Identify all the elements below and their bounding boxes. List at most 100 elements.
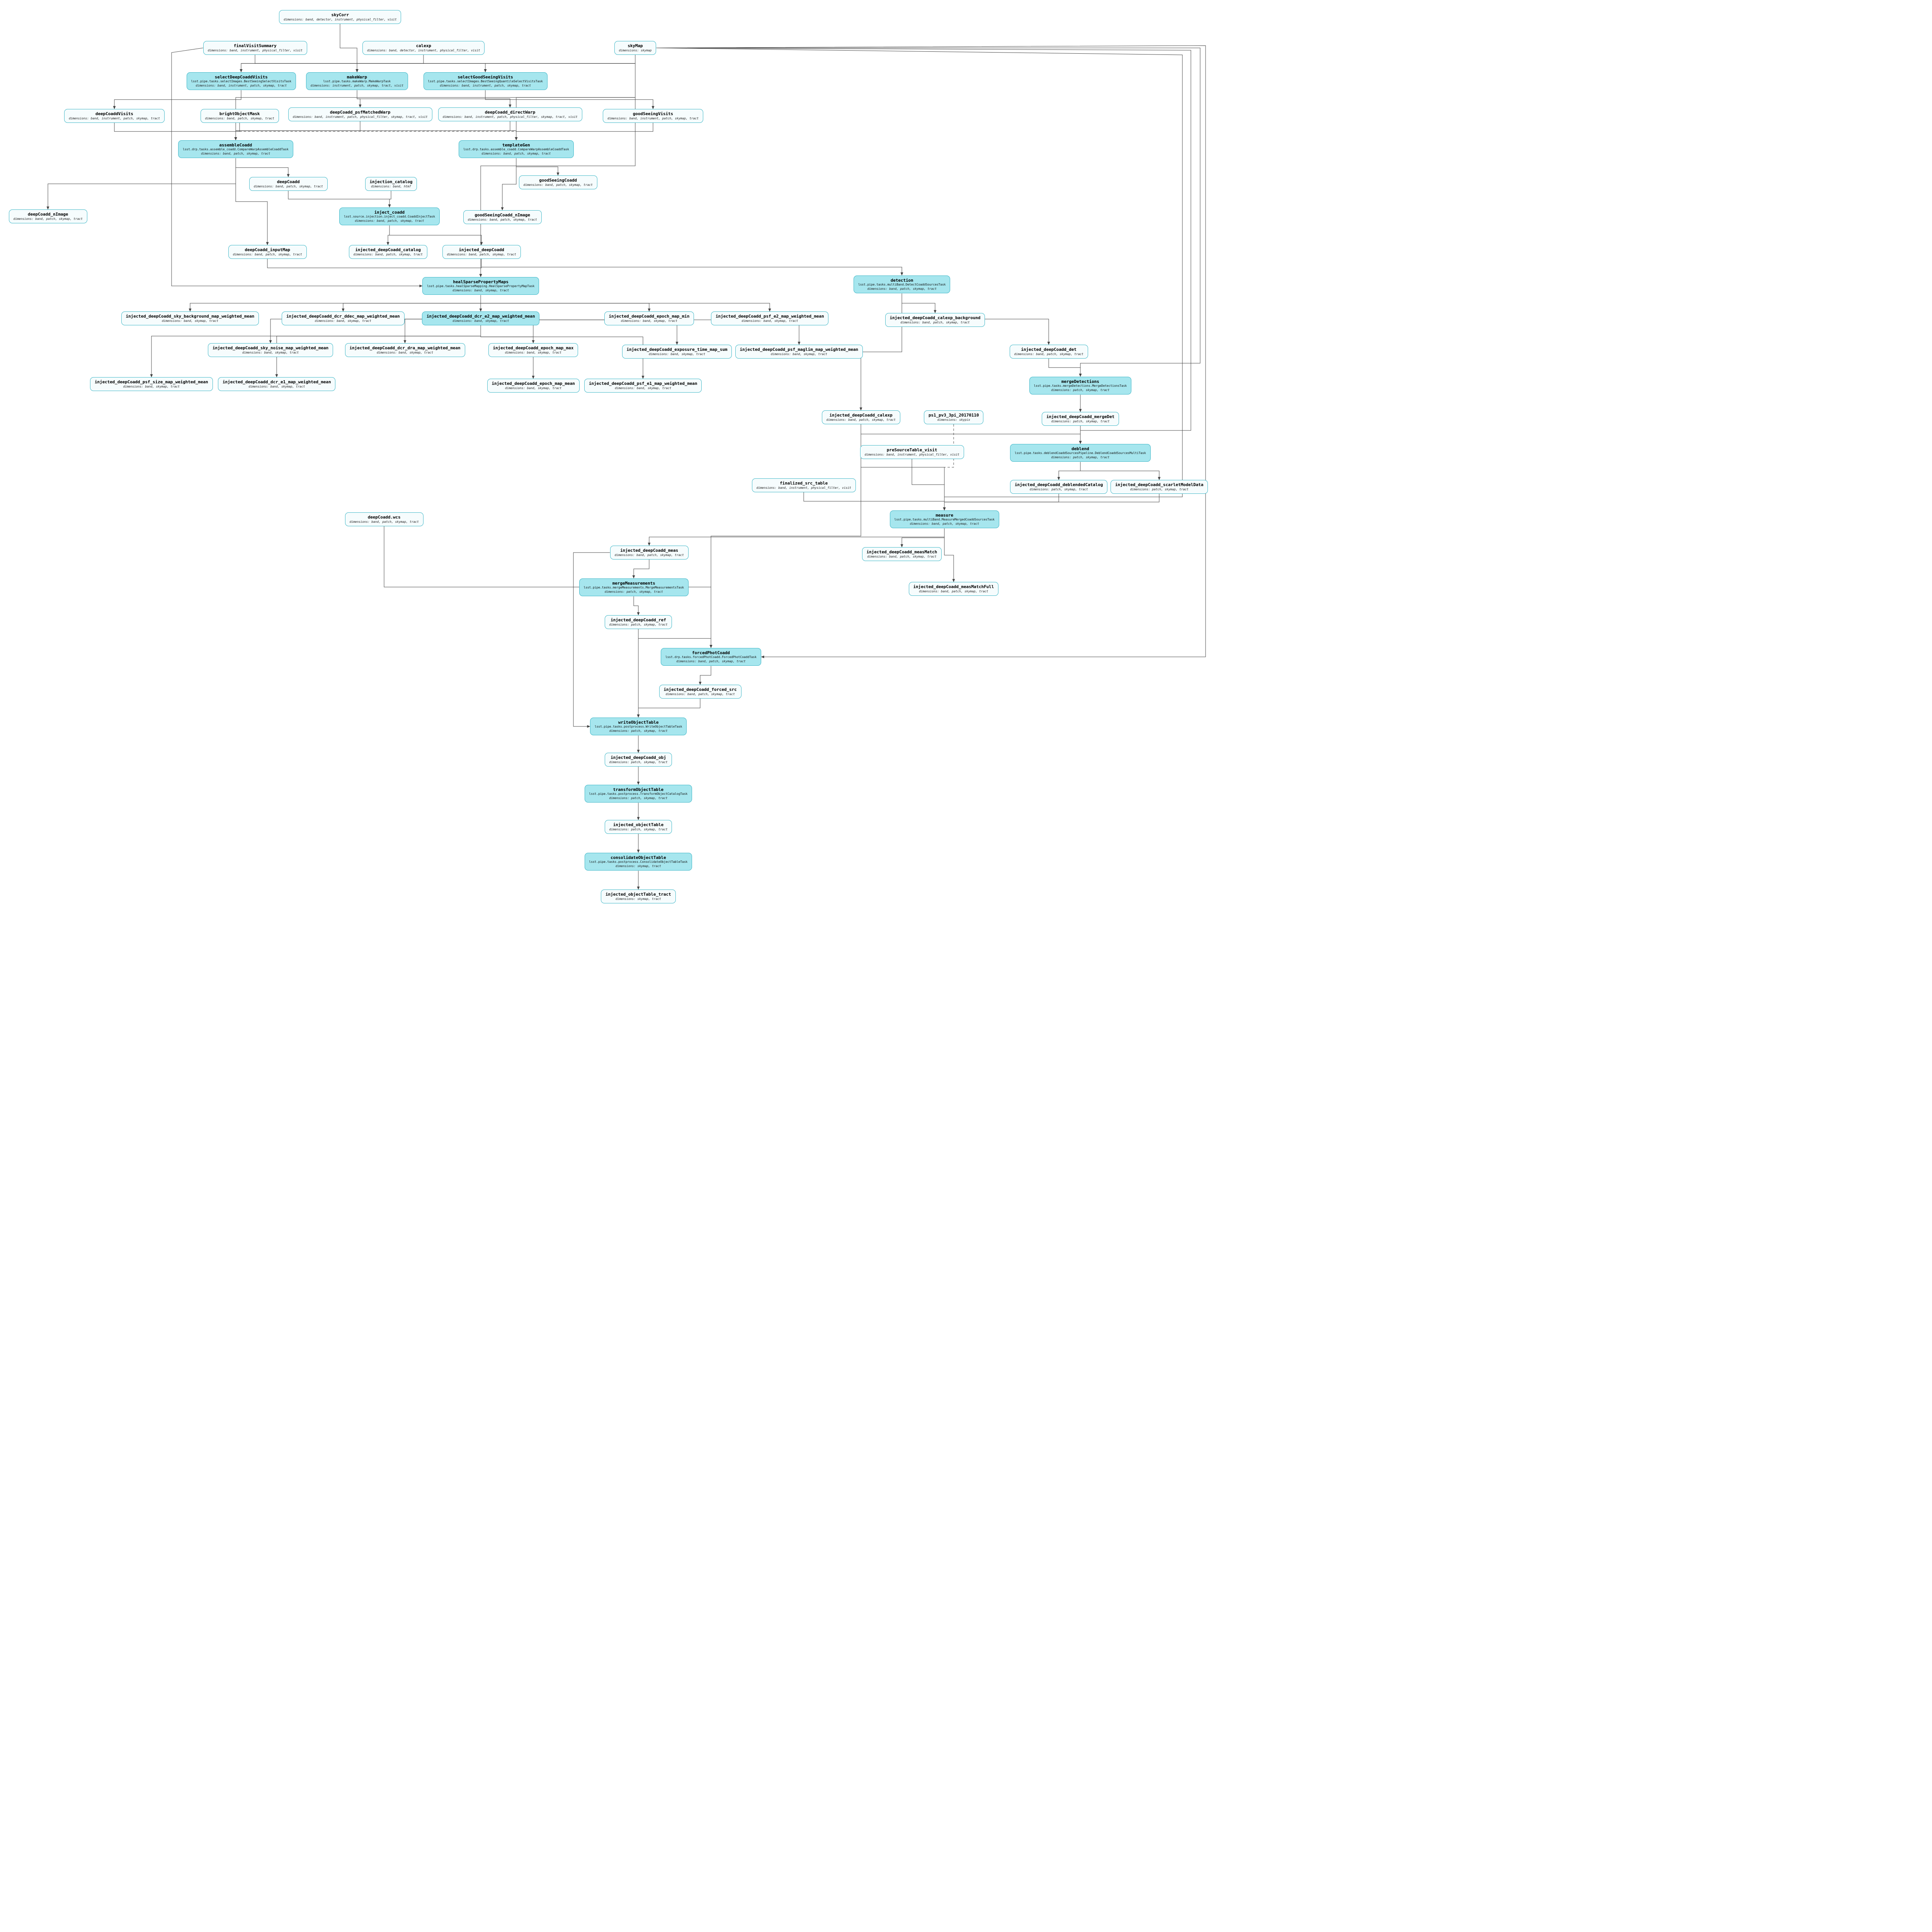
node-title: goodSeeingCoadd_nImage bbox=[474, 213, 530, 218]
node-title: injected_deepCoadd_calexp bbox=[829, 413, 893, 418]
node-title: consolidateObjectTable bbox=[611, 855, 666, 860]
node-dimensions: dimensions: band, patch, skymap, tract bbox=[253, 184, 323, 188]
node-title: injected_deepCoadd_dcr_e1_map_weighted_m… bbox=[223, 379, 331, 384]
task-class-path: lsst.drp.tasks.assemble_coadd.CompareWar… bbox=[183, 148, 289, 151]
task-class-path: lsst.pipe.tasks.makeWarp.MakeWarpTask bbox=[323, 80, 391, 83]
node-dimensions: dimensions: band, htm7 bbox=[371, 184, 411, 188]
node-dimensions: dimensions: skymap, tract bbox=[615, 897, 661, 901]
edge-assembleCoadd-to-deepCoadd bbox=[235, 158, 290, 177]
node-title: writeObjectTable bbox=[618, 719, 659, 725]
edge-skyMap-to-mergeDetections bbox=[656, 48, 1201, 377]
node-dimensions: dimensions: skymap, tract bbox=[615, 864, 661, 868]
edge-skyMap-to-selectGoodSeeingVisits bbox=[484, 55, 636, 72]
edge-healSparsePropertyMaps-to-injected_deepCoadd_dcr_e1_map_weighted_mean bbox=[275, 295, 481, 378]
node-injected_deepCoadd_dcr_dra_map_weighted_mean: injected_deepCoadd_dcr_dra_map_weighted_… bbox=[345, 343, 465, 357]
node-title: injected_deepCoadd_dcr_dra_map_weighted_… bbox=[349, 345, 461, 350]
edge-deepCoadd_directWarp-to-templateGen bbox=[510, 121, 518, 140]
node-dimensions: dimensions: band, detector, instrument, … bbox=[284, 17, 397, 21]
node-injected_deepCoadd_psf_maglim_map_weighted_mean: injected_deepCoadd_psf_maglim_map_weight… bbox=[735, 345, 863, 359]
edge-assembleCoadd-to-deepCoadd_nImage bbox=[46, 158, 236, 210]
node-injected_deepCoadd_exposure_time_map_sum: injected_deepCoadd_exposure_time_map_sum… bbox=[622, 345, 732, 359]
node-title: calexp bbox=[416, 43, 431, 48]
edge-finalized_src_table-to-measure bbox=[803, 492, 946, 510]
node-title: injected_deepCoadd_catalog bbox=[355, 247, 421, 252]
node-dimensions: dimensions: band, skymap, tract bbox=[742, 319, 798, 323]
node-dimensions: dimensions: band, patch, skymap, tract bbox=[826, 418, 896, 422]
node-dimensions: dimensions: band, instrument, patch, phy… bbox=[442, 115, 578, 119]
node-dimensions: dimensions: band, patch, skymap, tract bbox=[523, 183, 593, 187]
edge-injection_catalog-to-inject_coadd bbox=[388, 191, 391, 207]
edge-brightObjectMask-to-assembleCoadd bbox=[234, 123, 240, 140]
edge-templateGen-to-goodSeeingCoadd bbox=[516, 158, 560, 176]
node-dimensions: dimensions: band, patch, skymap, tract bbox=[447, 252, 516, 256]
node-dimensions: dimensions: band, detector, instrument, … bbox=[367, 48, 480, 52]
node-title: deepCoaddVisits bbox=[95, 111, 133, 116]
node-title: goodSeeingVisits bbox=[633, 111, 673, 116]
node-dimensions: dimensions: band, skymap, tract bbox=[123, 384, 180, 388]
node-title: forcedPhotCoadd bbox=[692, 650, 730, 655]
node-dimensions: dimensions: band, skymap, tract bbox=[376, 350, 434, 354]
node-dimensions: dimensions: band, instrument, physical_f… bbox=[756, 486, 851, 490]
edge-injected_deepCoadd_calexp-to-forcedPhotCoadd bbox=[709, 424, 861, 648]
node-title: injected_deepCoadd_scarletModelData bbox=[1115, 482, 1204, 487]
node-dimensions: dimensions: band, instrument, patch, sky… bbox=[196, 83, 287, 87]
node-title: injected_deepCoadd_calexp_background bbox=[889, 315, 981, 320]
node-title: injected_deepCoadd_psf_size_map_weighted… bbox=[95, 379, 208, 384]
edge-healSparsePropertyMaps-to-injected_deepCoadd_dcr_ddec_map_weighted_mean bbox=[342, 295, 481, 312]
edge-healSparsePropertyMaps-to-injected_deepCoadd_psf_e1_map_weighted_mean bbox=[480, 295, 645, 379]
node-title: injected_deepCoadd_sky_background_map_we… bbox=[126, 314, 255, 319]
node-dimensions: dimensions: band, patch, skymap, tract bbox=[900, 320, 970, 324]
node-dimensions: dimensions: band, patch, skymap, tract bbox=[349, 520, 419, 524]
node-dimensions: dimensions: patch, skymap, tract bbox=[609, 796, 668, 800]
node-title: injected_deepCoadd_obj bbox=[611, 755, 666, 760]
node-dimensions: dimensions: band, skymap, tract bbox=[452, 319, 509, 323]
edge-deblend-to-injected_deepCoadd_scarletModelData bbox=[1080, 462, 1161, 480]
edge-injected_deepCoadd_meas-to-mergeMeasurements bbox=[632, 560, 650, 578]
edge-forcedPhotCoadd-to-injected_deepCoadd_forced_src bbox=[699, 666, 711, 685]
edge-skyMap-to-templateGen bbox=[515, 55, 636, 140]
node-title: injected_deepCoadd_measMatchFull bbox=[913, 584, 994, 589]
edge-ps1_pv3_3pi_20170110-to-measure bbox=[943, 424, 954, 510]
edge-assembleCoadd-to-deepCoadd_inputMap bbox=[235, 158, 269, 245]
node-injected_deepCoadd_dcr_e1_map_weighted_mean: injected_deepCoadd_dcr_e1_map_weighted_m… bbox=[218, 377, 336, 391]
node-dimensions: dimensions: band, patch, skymap, tract bbox=[919, 589, 988, 593]
task-class-path: lsst.pipe.tasks.deblendCoaddSourcesPipel… bbox=[1015, 451, 1146, 455]
node-title: injected_deepCoadd_det bbox=[1021, 347, 1077, 352]
node-title: deepCoadd_inputMap bbox=[245, 247, 290, 252]
node-title: deepCoadd bbox=[277, 179, 300, 184]
task-class-path: lsst.drp.tasks.forcedPhotCoadd.ForcedPho… bbox=[665, 655, 757, 659]
node-dimensions: dimensions: band, patch, skymap, tract bbox=[353, 252, 423, 256]
node-dimensions: dimensions: skypix bbox=[937, 418, 970, 422]
node-title: injected_deepCoadd bbox=[459, 247, 504, 252]
node-injected_deepCoadd_dcr_ddec_map_weighted_mean: injected_deepCoadd_dcr_ddec_map_weighted… bbox=[282, 311, 405, 326]
node-dimensions: dimensions: patch, skymap, tract bbox=[1051, 419, 1110, 423]
edge-injected_deepCoadd_calexp-to-measure bbox=[861, 424, 946, 510]
node-title: measure bbox=[935, 512, 954, 518]
node-dimensions: dimensions: band, instrument, physical_f… bbox=[864, 452, 959, 456]
node-title: ps1_pv3_3pi_20170110 bbox=[929, 413, 979, 418]
node-title: injected_deepCoadd_measMatch bbox=[866, 549, 937, 554]
node-dimensions: dimensions: band, skymap, tract bbox=[315, 319, 371, 323]
node-title: makeWarp bbox=[347, 74, 367, 80]
node-injected_deepCoadd_sky_background_map_weighted_mean: injected_deepCoadd_sky_background_map_we… bbox=[121, 311, 259, 326]
edge-injected_deepCoadd_scarletModelData-to-measure bbox=[943, 494, 1160, 510]
node-title: injected_deepCoadd_meas bbox=[620, 548, 679, 553]
